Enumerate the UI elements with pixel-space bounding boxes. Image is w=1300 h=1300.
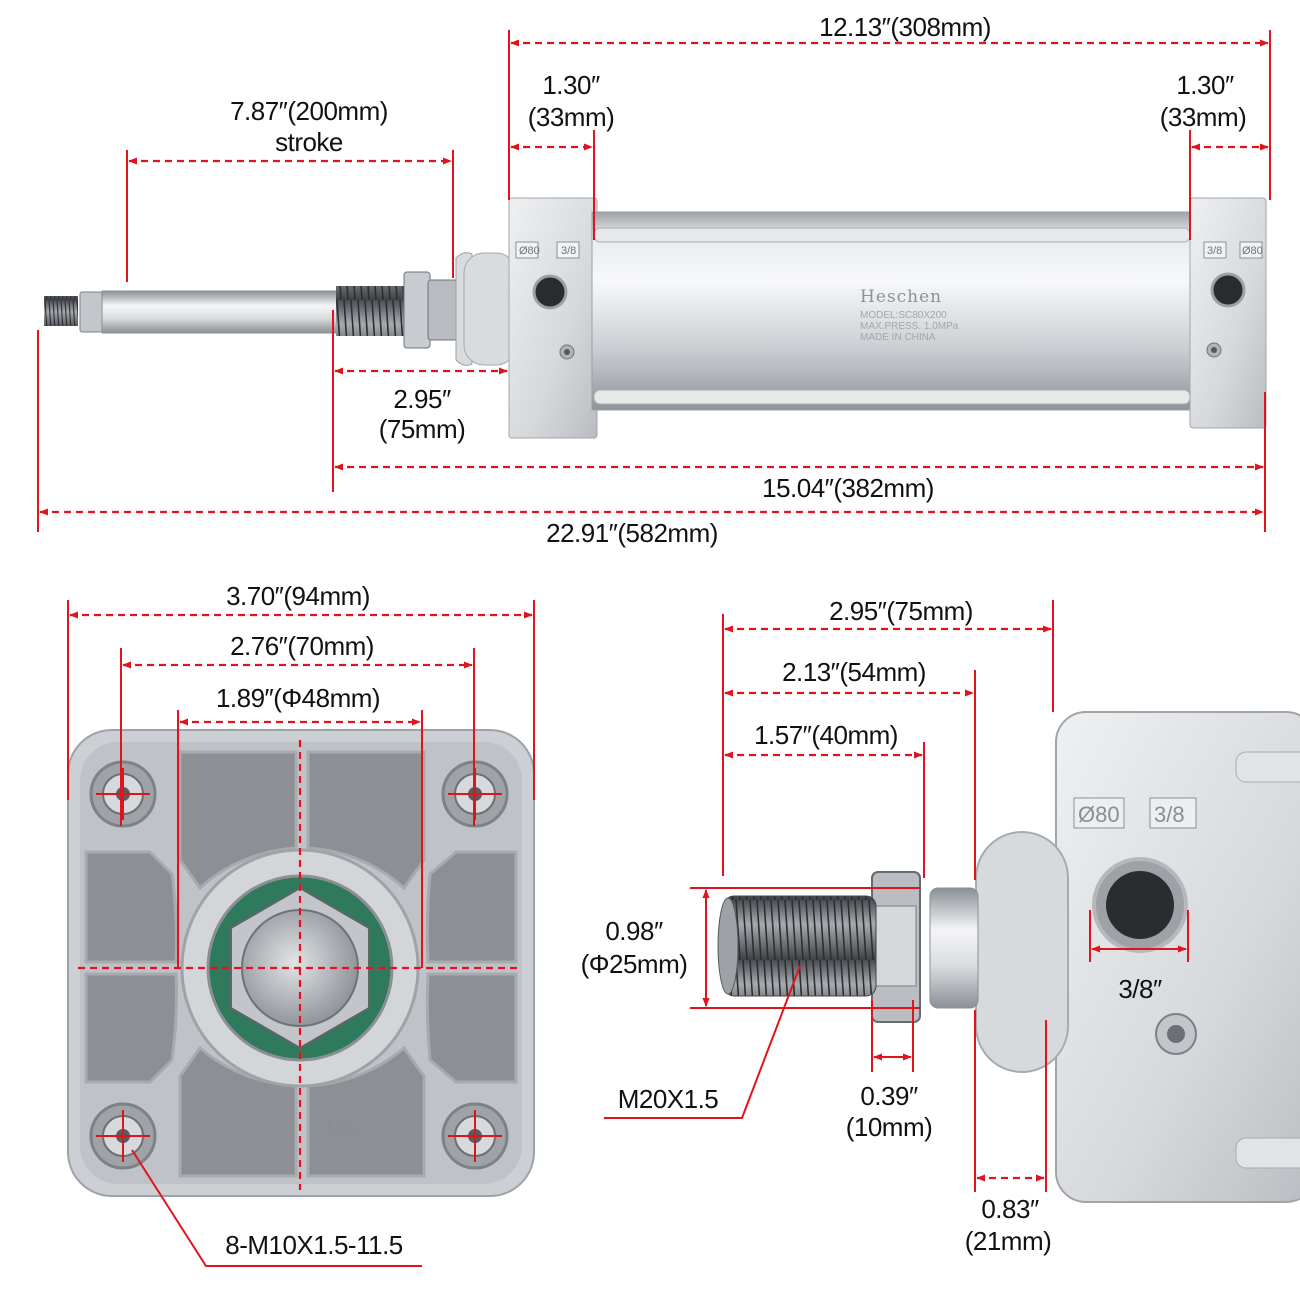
stroke-label: stroke (275, 127, 343, 157)
boss-length-dimension-mm: (21mm) (965, 1226, 1052, 1256)
front-port-mark: 3/8 (561, 245, 576, 257)
rod-to-cap-dimension: 2.95″(75mm) (829, 596, 973, 626)
rear-port-mark: 3/8 (1207, 245, 1222, 257)
stroke-dimension: 7.87″(200mm) (230, 96, 388, 126)
nut-width-dimension-mm: (10mm) (846, 1112, 933, 1142)
boss-diameter-dimension: 1.89″(Φ48mm) (216, 683, 380, 713)
port-size-label: 3/8″ (1118, 974, 1162, 1004)
rod-extension-dimension-mm: (75mm) (379, 414, 466, 444)
thread-length-dimension: 1.57″(40mm) (754, 720, 898, 750)
body-length-dimension: 15.04″(382mm) (762, 473, 934, 503)
front-bore-mark: Ø80 (519, 245, 540, 257)
tube-length-dimension: 12.13″(308mm) (819, 12, 991, 42)
rear-cap-dimension-in: 1.30″ (1176, 70, 1234, 100)
casting-mark: LY1 (327, 1116, 356, 1135)
front-cap-dimension-in: 1.30″ (542, 70, 600, 100)
thread-diameter-dimension-mm: (Φ25mm) (581, 949, 688, 979)
rod-to-boss-dimension: 2.13″(54mm) (782, 657, 926, 687)
thread-spec-label: M20X1.5 (618, 1084, 719, 1114)
side-view: Ø80 3/8 3/8 Ø80 Heschen MODEL:SC80X200 M… (37, 12, 1271, 548)
rod-extension-dimension-in: 2.95″ (393, 384, 451, 414)
front-end-cap (463, 197, 598, 439)
pressure-label: MAX.PRESS. 1.0MPa (860, 321, 959, 332)
rear-bore-mark: Ø80 (1242, 245, 1263, 257)
front-cap-dimension-mm: (33mm) (528, 102, 615, 132)
rod-end-detail: Ø80 3/8 (581, 596, 1300, 1256)
brand-label: Heschen (860, 287, 942, 307)
detail-port-mark: 3/8 (1154, 802, 1185, 827)
end-cap-pockets (84, 750, 518, 1178)
nut-width-dimension-in: 0.39″ (860, 1081, 918, 1111)
side-view-extension-lines (37, 30, 1271, 532)
rear-cap-dimension-mm: (33mm) (1160, 102, 1247, 132)
end-width-dimension: 3.70″(94mm) (226, 581, 370, 611)
rear-end-cap (1189, 197, 1267, 429)
mount-thread-label: 8-M10X1.5-11.5 (225, 1230, 403, 1260)
origin-label: MADE IN CHINA (860, 332, 936, 343)
end-view: LY1 3.70″(94mm) 2.76″(70mm) 1.89″(Φ48mm)… (67, 581, 535, 1267)
model-label: MODEL:SC80X200 (860, 310, 947, 321)
boss-length-dimension-in: 0.83″ (981, 1194, 1039, 1224)
total-length-dimension: 22.91″(582mm) (546, 518, 718, 548)
thread-diameter-dimension-in: 0.98″ (605, 916, 663, 946)
piston-rod (44, 252, 473, 366)
detail-bore-mark: Ø80 (1078, 802, 1120, 827)
bolt-spacing-dimension: 2.76″(70mm) (230, 631, 374, 661)
